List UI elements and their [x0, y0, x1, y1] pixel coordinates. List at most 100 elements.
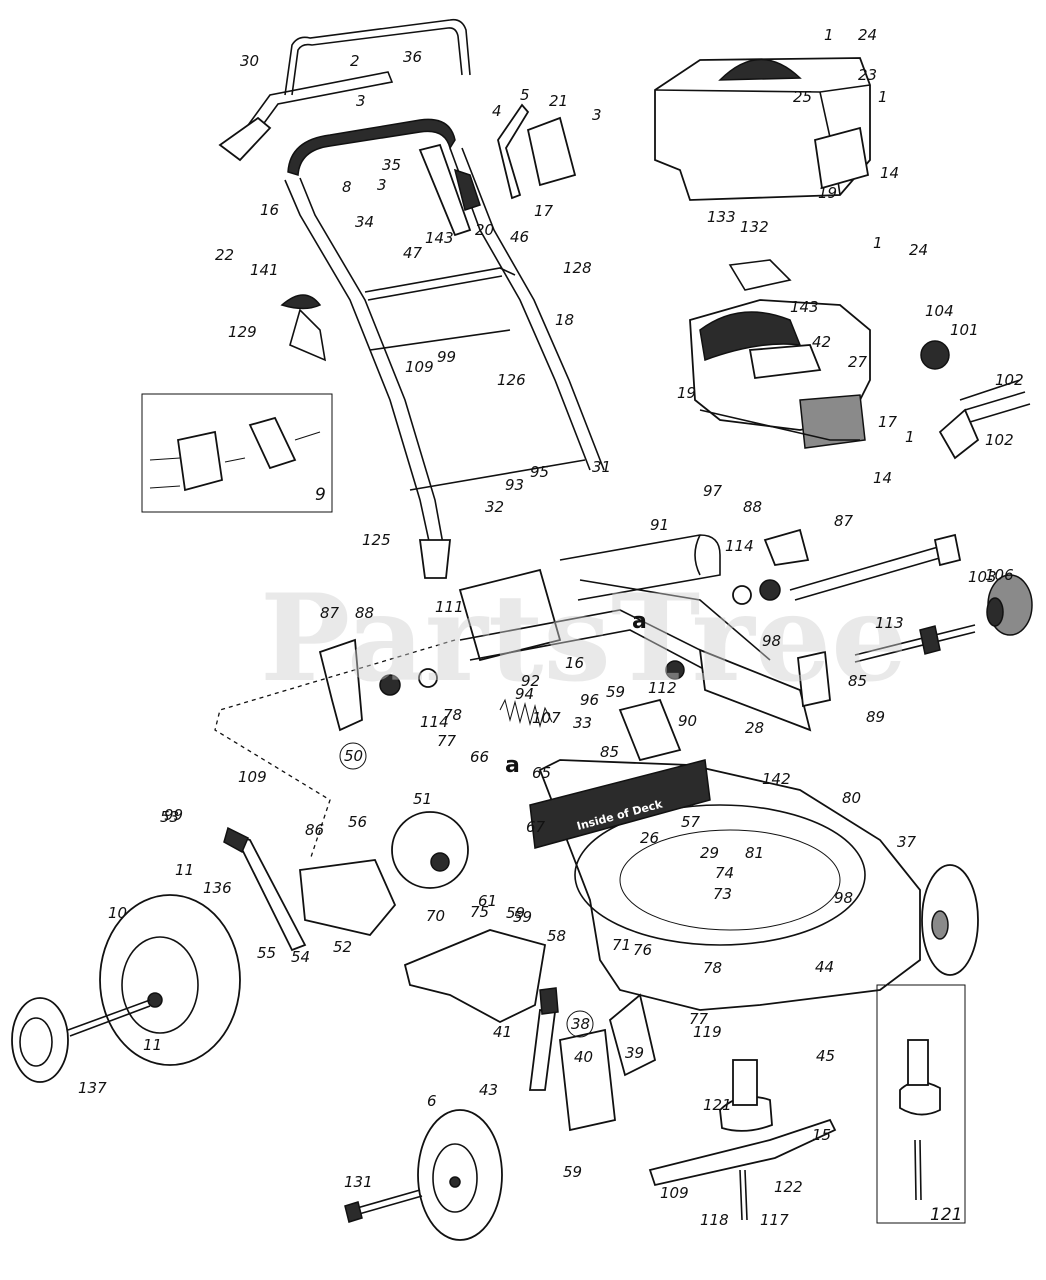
part-label-35: 35	[382, 156, 401, 174]
part-label-45: 45	[816, 1047, 835, 1065]
part-label-89: 89	[866, 708, 885, 726]
part-label-51: 51	[413, 790, 432, 808]
part-label-118: 118	[700, 1211, 729, 1229]
part-label-16: 16	[260, 201, 279, 219]
part-label-121: 121	[703, 1096, 732, 1114]
part-label-24: 24	[909, 241, 928, 259]
part-label-94: 94	[515, 685, 534, 703]
part-label-119: 119	[693, 1023, 722, 1041]
part-label-11: 11	[175, 861, 194, 879]
part-label-55: 55	[257, 944, 276, 962]
part-label-143: 143	[425, 229, 454, 247]
part-label-4: 4	[492, 102, 502, 120]
part-label-54: 54	[291, 948, 310, 966]
part-label-21: 21	[549, 92, 568, 110]
part-label-143: 143	[790, 298, 819, 316]
callout-a-lower: a	[505, 753, 520, 778]
part-label-47: 47	[403, 244, 423, 262]
part-label-87: 87	[834, 512, 854, 530]
part-label-93: 93	[505, 476, 524, 494]
part-label-20: 20	[475, 221, 494, 239]
part-label-114: 114	[725, 537, 754, 555]
part-label-90: 90	[678, 712, 697, 730]
part-label-42: 42	[812, 333, 831, 351]
part-label-78: 78	[703, 959, 722, 977]
part-label-102: 102	[985, 431, 1014, 449]
part-label-14: 14	[873, 469, 892, 487]
inset-label-121: 121	[930, 1205, 962, 1225]
part-label-3: 3	[377, 176, 387, 194]
part-label-40: 40	[574, 1048, 593, 1066]
part-label-136: 136	[203, 879, 232, 897]
part-label-74: 74	[715, 864, 734, 882]
circled-label-38-ring	[566, 1010, 594, 1038]
part-label-39: 39	[625, 1044, 644, 1062]
part-label-92: 92	[521, 672, 540, 690]
part-label-141: 141	[250, 261, 279, 279]
part-label-37: 37	[897, 833, 917, 851]
part-label-27: 27	[848, 353, 868, 371]
part-label-53: 53	[160, 808, 179, 826]
part-label-107: 107	[532, 709, 561, 727]
part-label-36: 36	[403, 48, 422, 66]
part-label-46: 46	[510, 228, 529, 246]
callout-a-upper: a	[632, 609, 647, 634]
part-label-91: 91	[650, 516, 669, 534]
part-label-87: 87	[320, 604, 340, 622]
circled-label-38: 38	[571, 1015, 590, 1033]
watermark-text: PartsTree	[260, 568, 907, 709]
part-label-33: 33	[573, 714, 592, 732]
part-label-2: 2	[350, 52, 360, 70]
part-label-125: 125	[362, 531, 391, 549]
part-label-26: 26	[640, 829, 659, 847]
part-label-3: 3	[592, 106, 602, 124]
part-label-17: 17	[534, 202, 554, 220]
part-label-142: 142	[762, 770, 791, 788]
part-label-25: 25	[793, 88, 812, 106]
part-label-67: 67	[526, 818, 546, 836]
part-label-59: 59	[606, 683, 625, 701]
part-label-128: 128	[563, 259, 592, 277]
part-label-23: 23	[858, 66, 877, 84]
part-label-44: 44	[815, 958, 834, 976]
parts-drawing	[11, 18, 1033, 1241]
part-label-101: 101	[950, 321, 979, 339]
part-label-71: 71	[612, 936, 631, 954]
part-label-102: 102	[995, 371, 1024, 389]
part-label-24: 24	[858, 26, 877, 44]
part-label-97: 97	[703, 482, 723, 500]
part-label-104: 104	[925, 302, 954, 320]
part-label-59: 59	[513, 908, 532, 926]
part-label-1: 1	[878, 88, 888, 106]
part-label-96: 96	[580, 691, 599, 709]
part-label-95: 95	[530, 463, 549, 481]
part-label-19: 19	[677, 384, 696, 402]
part-label-88: 88	[355, 604, 374, 622]
part-label-61: 61	[478, 892, 497, 910]
part-label-76: 76	[633, 941, 652, 959]
part-label-86: 86	[305, 821, 324, 839]
part-label-85: 85	[600, 743, 619, 761]
part-label-16: 16	[565, 654, 584, 672]
part-label-10: 10	[108, 904, 127, 922]
part-label-28: 28	[745, 719, 764, 737]
part-label-59: 59	[506, 904, 525, 922]
part-label-41: 41	[493, 1023, 512, 1041]
part-label-30: 30	[240, 52, 259, 70]
part-label-58: 58	[547, 927, 566, 945]
part-label-43: 43	[479, 1081, 498, 1099]
part-label-1: 1	[873, 234, 883, 252]
part-label-73: 73	[713, 885, 732, 903]
part-label-70: 70	[426, 907, 445, 925]
part-label-109: 109	[660, 1184, 689, 1202]
part-label-1: 1	[905, 428, 915, 446]
part-label-99: 99	[437, 348, 456, 366]
part-label-52: 52	[333, 938, 352, 956]
part-label-88: 88	[743, 498, 762, 516]
part-label-106: 106	[985, 566, 1014, 584]
part-label-8: 8	[342, 178, 352, 196]
part-label-111: 111	[435, 598, 464, 616]
part-label-85: 85	[848, 672, 867, 690]
circled-label-50-ring	[339, 742, 367, 770]
